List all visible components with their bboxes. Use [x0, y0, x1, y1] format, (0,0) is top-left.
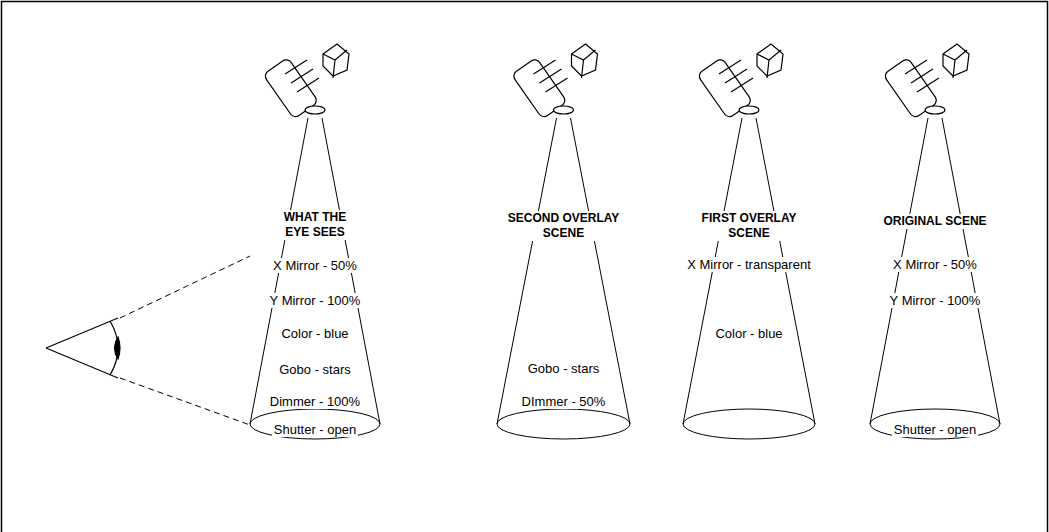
fixture-rib [725, 69, 747, 83]
fixture [512, 44, 598, 119]
fixture [697, 44, 783, 119]
attribute-value: Gobo - stars [526, 361, 602, 376]
fixture-edge [323, 50, 347, 78]
fixture-lens [925, 106, 945, 114]
attribute-value: DImmer - 50% [520, 394, 608, 409]
fixture-rib [540, 69, 562, 83]
fixture-rib [719, 60, 741, 74]
fixture-head [943, 44, 969, 76]
cone-outline [870, 118, 1000, 440]
fixture-rib [911, 69, 933, 83]
text-row: Y Mirror - 100% [830, 291, 1040, 309]
text-row: X Mirror - 50% [830, 255, 1040, 273]
cone-outline [683, 118, 815, 440]
attribute-value: Dimmer - 100% [268, 394, 362, 409]
fixture-edge [757, 50, 781, 78]
fixture-head [757, 44, 783, 76]
fixture-edge [943, 50, 967, 78]
fixture-rib [917, 78, 939, 92]
scene-heading: ORIGINAL SCENE [881, 214, 988, 229]
fixture-edge [572, 50, 596, 78]
text-row: SECOND OVERLAY SCENE [457, 211, 670, 241]
attribute-value: Shutter - open [272, 422, 358, 437]
eye-symbol [46, 318, 120, 378]
beam-spot [250, 409, 380, 439]
cone-outline [497, 118, 630, 440]
text-row: Color - blue [210, 324, 420, 342]
sight-lines [120, 256, 250, 425]
text-row: Gobo - stars [210, 360, 420, 378]
cone-edge [870, 118, 1000, 424]
text-row: ORIGINAL SCENE [830, 211, 1040, 229]
attribute-value: Color - blue [279, 326, 350, 341]
light-cone: FIRST OVERLAY SCENE X Mirror - transparen… [683, 118, 815, 440]
attribute-value: X Mirror - 50% [271, 258, 359, 273]
cone-edge [683, 118, 815, 424]
beam-spot [497, 409, 630, 439]
attribute-value: Y Mirror - 100% [888, 293, 983, 308]
fixture-lens [554, 106, 574, 114]
fixture-rib [546, 78, 568, 92]
attribute-value: Color - blue [713, 326, 784, 341]
attribute-value: Y Mirror - 100% [268, 293, 363, 308]
text-row: X Mirror - transparent [643, 255, 855, 273]
beam-spot [683, 409, 815, 439]
cone-edge [250, 118, 380, 424]
text-row: Y Mirror - 100% [210, 291, 420, 309]
light-cone: WHAT THE EYE SEES X Mirror - 50% Y Mirror … [250, 118, 380, 440]
attribute-value: X Mirror - 50% [891, 257, 979, 272]
text-row: FIRST OVERLAY SCENE [643, 211, 855, 241]
fixture-rib [731, 78, 753, 92]
attribute-value: Gobo - stars [277, 362, 353, 377]
fixture [883, 44, 969, 119]
light-cone: ORIGINAL SCENE X Mirror - 50% Y Mirror - 1… [870, 118, 1000, 440]
fixture-rib [291, 69, 313, 83]
scene-heading: FIRST OVERLAY SCENE [697, 211, 801, 241]
fixture-lens [739, 106, 759, 114]
attribute-value: X Mirror - transparent [685, 257, 813, 272]
text-row: Shutter - open [830, 420, 1040, 438]
attribute-value: Shutter - open [892, 422, 978, 437]
text-row: X Mirror - 50% [210, 256, 420, 274]
scene-heading: SECOND OVERLAY SCENE [503, 211, 625, 241]
text-row: Gobo - stars [457, 359, 670, 377]
fixture-rib [905, 60, 927, 74]
fixture-head [572, 44, 598, 76]
text-row: Shutter - open [210, 420, 420, 438]
fixture-rib [534, 60, 556, 74]
cone-edge [497, 118, 630, 424]
text-row: Dimmer - 100% [210, 392, 420, 410]
fixture [263, 44, 349, 119]
text-row: Color - blue [643, 324, 855, 342]
cone-outline [250, 118, 380, 440]
scene-heading: WHAT THE EYE SEES [273, 210, 357, 240]
text-row: DImmer - 50% [457, 392, 670, 410]
text-row: WHAT THE EYE SEES [210, 210, 420, 240]
light-cone: SECOND OVERLAY SCENE Gobo - starsDImmer -… [497, 118, 630, 440]
fixture-rib [297, 78, 319, 92]
beam-spot [870, 409, 1000, 439]
fixture-lens [305, 106, 325, 114]
fixture-head [323, 44, 349, 76]
fixture-rib [285, 60, 307, 74]
moving-light-fixtures [263, 44, 969, 119]
